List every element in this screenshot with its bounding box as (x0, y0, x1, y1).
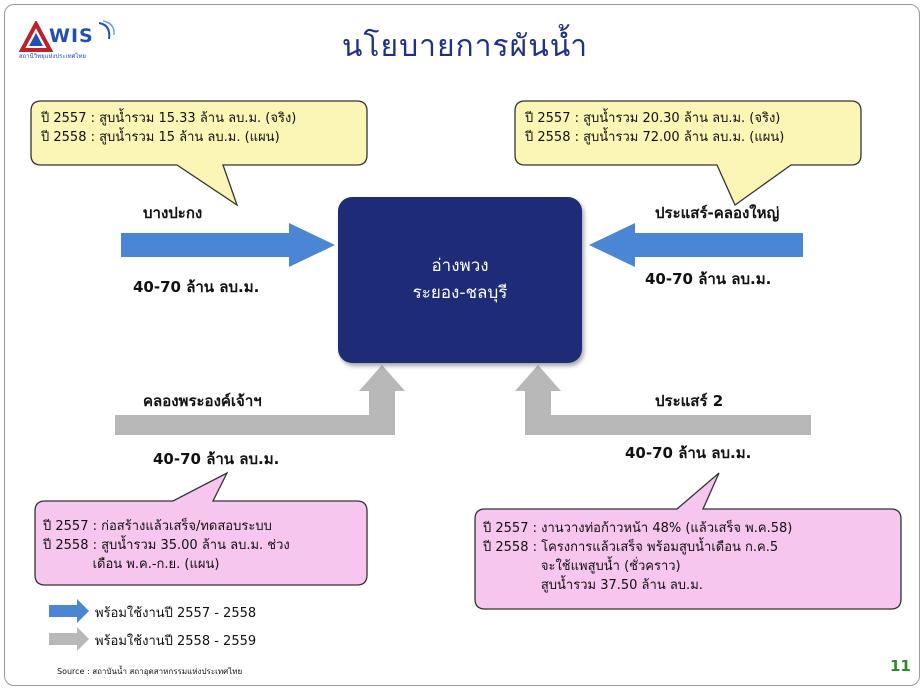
callout-top-left: ปี 2557 : สูบน้ำรวม 15.33 ล้าน ลบ.ม. (จร… (41, 109, 296, 147)
arrow-prasae-2 (515, 365, 811, 435)
source-name-prasae-klongyai: ประแสร์-คลองใหญ่ (655, 204, 780, 222)
callout-line: ปี 2557 : งานวางท่อก้าวหน้า 48% (แล้วเสร… (483, 521, 793, 536)
logo-swoosh-icon (98, 20, 115, 40)
logo-subtitle: สถานีวิทยุแห่งประเทศไทย (19, 53, 86, 60)
source-volume-prasae-2: 40-70 ล้าน ลบ.ม. (625, 444, 752, 462)
slide: WIS สถานีวิทยุแห่งประเทศไทย นโยบายการผัน… (4, 4, 920, 686)
callout-line: จะใช้แพสูบน้ำ (ชั่วคราว) (483, 559, 681, 574)
legend-arrow-gray (49, 627, 89, 651)
source-volume-bangpakong: 40-70 ล้าน ลบ.ม. (133, 278, 260, 296)
arrow-bangpakong (121, 223, 335, 267)
callout-line: ปี 2557 : ก่อสร้างแล้วเสร็จ/ทดสอบระบบ (43, 519, 272, 534)
legend-label-blue: พร้อมใช้งานปี 2557 - 2558 (95, 606, 257, 621)
arrow-prasae-klongyai (589, 223, 803, 267)
diagram-shapes (30, 100, 902, 651)
callout-top-right-shape (514, 100, 862, 206)
callout-line: ปี 2558 : โครงการแล้วเสร็จ พร้อมสูบน้ำเด… (483, 540, 779, 555)
callout-line: ปี 2558 : สูบน้ำรวม 15 ล้าน ลบ.ม. (แผน) (41, 130, 280, 145)
callout-bottom-left: ปี 2557 : ก่อสร้างแล้วเสร็จ/ทดสอบระบบ ปี… (43, 517, 290, 574)
source-name-prasae-2: ประแสร์ 2 (655, 392, 724, 410)
source-volume-klong-phraong: 40-70 ล้าน ลบ.ม. (153, 450, 280, 468)
callout-bottom-right: ปี 2557 : งานวางท่อก้าวหน้า 48% (แล้วเสร… (483, 519, 792, 595)
source-name-klong-phraong: คลองพระองค์เจ้าฯ (143, 392, 262, 410)
reservoir-box: อ่างพวง ระยอง-ชลบุรี (338, 197, 582, 363)
callout-line: ปี 2558 : สูบน้ำรวม 72.00 ล้าน ลบ.ม. (แผ… (525, 130, 785, 145)
source-name-bangpakong: บางปะกง (143, 204, 203, 222)
callout-line: ปี 2557 : สูบน้ำรวม 20.30 ล้าน ลบ.ม. (จร… (525, 111, 781, 126)
reservoir-name-line2: ระยอง-ชลบุรี (412, 283, 508, 303)
callout-line: ปี 2557 : สูบน้ำรวม 15.33 ล้าน ลบ.ม. (จร… (41, 111, 297, 126)
wis-logo-icon (19, 21, 53, 52)
reservoir-name-line1: อ่างพวง (431, 256, 489, 276)
page-title: นโยบายการผันน้ำ (341, 29, 589, 64)
page-number: 11 (890, 657, 911, 675)
wis-logo: WIS สถานีวิทยุแห่งประเทศไทย (19, 19, 119, 67)
callout-top-left-shape (30, 100, 368, 207)
legend-label-gray: พร้อมใช้งานปี 2558 - 2559 (95, 634, 257, 649)
callout-line: สูบน้ำรวม 37.50 ล้าน ลบ.ม. (483, 578, 703, 593)
source-volume-prasae-klongyai: 40-70 ล้าน ลบ.ม. (645, 270, 772, 288)
callout-line: เดือน พ.ค.-ก.ย. (แผน) (43, 557, 220, 572)
callout-line: ปี 2558 : สูบน้ำรวม 35.00 ล้าน ลบ.ม. ช่ว… (43, 538, 290, 553)
callout-top-right: ปี 2557 : สูบน้ำรวม 20.30 ล้าน ลบ.ม. (จร… (525, 109, 784, 147)
logo-text: WIS (49, 25, 94, 47)
callout-bottom-right-shape (474, 472, 902, 610)
source-note: Source : สถาบันน้ำ สถาอุตสาหกรรมแห่งประเ… (57, 667, 243, 676)
arrow-klong-phraong (115, 365, 405, 435)
callout-bottom-left-shape (34, 471, 368, 586)
legend-arrow-blue (49, 599, 89, 623)
